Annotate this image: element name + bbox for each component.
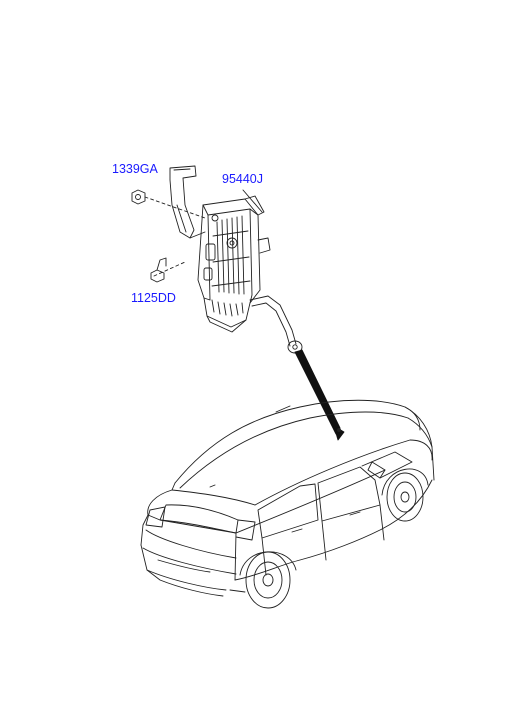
part-label-1125dd[interactable]: 1125DD (131, 291, 176, 305)
ground-cable (249, 295, 303, 354)
location-arrow (294, 349, 341, 435)
nut-part (131, 189, 206, 219)
part-label-1339ga[interactable]: 1339GA (112, 162, 158, 176)
part-label-95440j[interactable]: 95440J (222, 172, 264, 186)
control-module (197, 189, 271, 333)
vehicle-outline (140, 399, 435, 609)
mounting-bracket (169, 165, 206, 239)
bolt-part (150, 257, 186, 283)
